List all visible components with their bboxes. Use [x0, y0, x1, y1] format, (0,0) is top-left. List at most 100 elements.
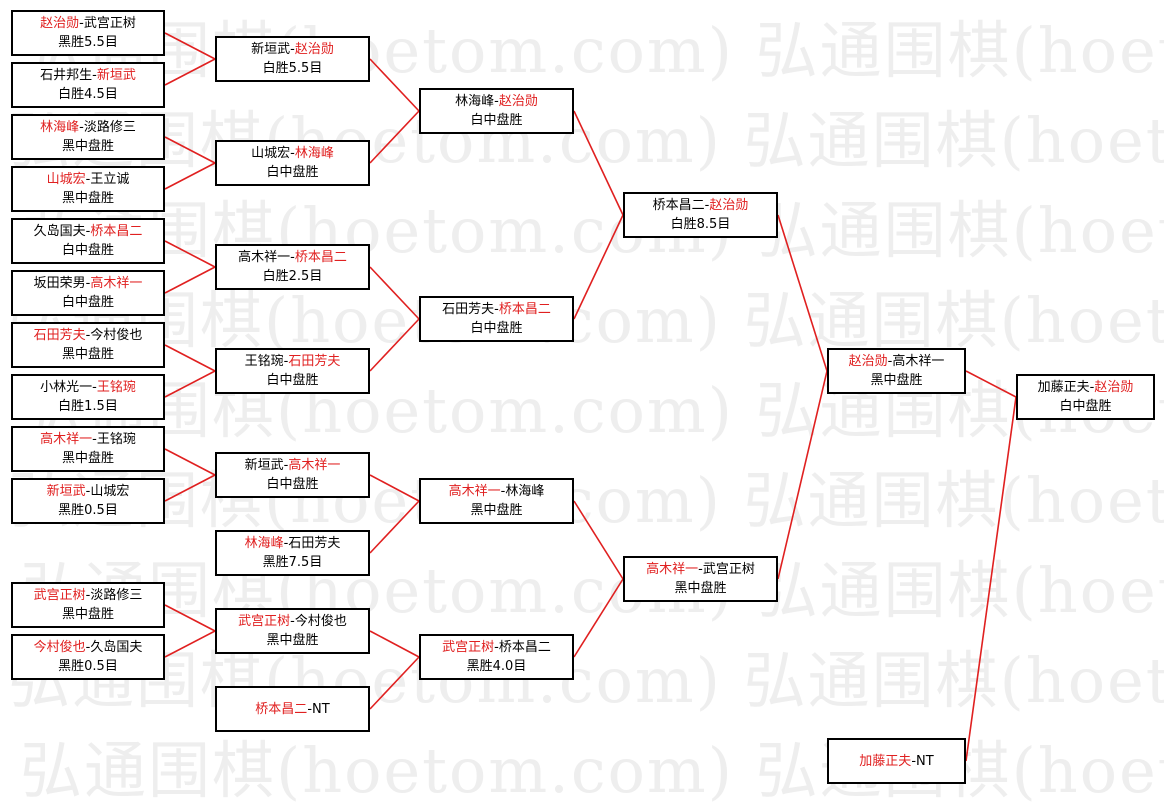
versus-dash: -	[85, 588, 91, 603]
player-one: 加藤正夫	[1037, 380, 1090, 395]
player-one: 高木祥一	[40, 432, 93, 447]
versus-dash: -	[500, 484, 506, 499]
versus-dash: -	[494, 94, 499, 109]
player-two: 石田芳夫	[288, 536, 341, 551]
versus-dash: -	[283, 354, 289, 369]
versus-dash: -	[704, 198, 710, 213]
versus-dash: -	[85, 640, 91, 655]
player-two: 王铭琬	[96, 380, 136, 395]
versus-dash: -	[698, 562, 703, 577]
connector-line	[369, 474, 420, 502]
connector-line	[777, 370, 828, 580]
versus-dash: -	[290, 250, 295, 265]
connector-line	[164, 162, 216, 190]
connector-line	[164, 32, 216, 60]
versus-dash: -	[290, 614, 295, 629]
match-players: 山城宏-林海峰	[217, 144, 368, 163]
player-two: 高木祥一	[892, 354, 945, 369]
player-one: 武宫正树	[33, 588, 86, 603]
player-one: 武宫正树	[442, 640, 495, 655]
match-players: 高木祥一-桥本昌二	[217, 248, 368, 267]
player-two: 今村俊也	[294, 614, 347, 629]
match-players: 林海峰-淡路修三	[13, 118, 163, 137]
match-result: 白中盘胜	[61, 243, 114, 258]
versus-dash: -	[79, 16, 84, 31]
match-players: 武宫正树-淡路修三	[13, 586, 163, 605]
match-result: 黑中盘胜	[470, 503, 523, 518]
match-result: 黑中盘胜	[61, 347, 114, 362]
match-box: 坂田荣男-高木祥一白中盘胜	[11, 270, 165, 316]
versus-dash: -	[92, 380, 97, 395]
match-players: 高木祥一-王铭琬	[13, 430, 163, 449]
match-box: 新垣武-山城宏黑胜0.5目	[11, 478, 165, 524]
match-players: 加藤正夫-NT	[829, 752, 964, 771]
player-two: 赵治勋	[709, 198, 749, 213]
player-two: 王立诚	[90, 172, 130, 187]
player-one: 武宫正树	[238, 614, 291, 629]
match-box: 小林光一-王铭琬白胜1.5目	[11, 374, 165, 420]
match-box: 桥本昌二-赵治勋白胜8.5目	[623, 192, 778, 238]
versus-dash: -	[85, 328, 91, 343]
match-box: 山城宏-林海峰白中盘胜	[215, 140, 370, 186]
connector-line	[369, 500, 420, 554]
player-one: 石田芳夫	[442, 302, 495, 317]
connector-line	[164, 474, 216, 502]
match-result: 黑胜4.0目	[466, 659, 527, 674]
match-box: 新垣武-高木祥一白中盘胜	[215, 452, 370, 498]
connector-line	[369, 318, 420, 372]
versus-dash: -	[92, 68, 97, 83]
match-result: 黑中盘胜	[61, 191, 114, 206]
match-result: 黑胜5.5目	[58, 35, 118, 50]
match-box: 武宫正树-今村俊也黑中盘胜	[215, 608, 370, 654]
connector-line	[164, 58, 216, 86]
match-box: 加藤正夫-赵治勋白中盘胜	[1016, 374, 1155, 420]
match-result: 白胜5.5目	[262, 61, 323, 76]
versus-dash: -	[283, 536, 289, 551]
player-two: 桥本昌二	[90, 224, 143, 239]
player-one: 加藤正夫	[859, 753, 912, 769]
versus-dash: -	[290, 42, 295, 57]
match-players: 小林光一-王铭琬	[13, 378, 163, 397]
match-box: 高木祥一-武宫正树黑中盘胜	[623, 556, 778, 602]
player-one: 久岛国夫	[33, 224, 86, 239]
match-result: 黑胜0.5目	[58, 659, 118, 674]
connector-line	[164, 448, 216, 476]
match-result: 黑中盘胜	[674, 581, 727, 596]
match-box: 石田芳夫-今村俊也黑中盘胜	[11, 322, 165, 368]
player-one: 高木祥一	[646, 562, 699, 577]
connector-line	[573, 578, 624, 658]
player-one: 山城宏	[46, 172, 86, 187]
match-box: 山城宏-王立诚黑中盘胜	[11, 166, 165, 212]
match-box: 高木祥一-桥本昌二白胜2.5目	[215, 244, 370, 290]
match-box: 高木祥一-林海峰黑中盘胜	[419, 478, 574, 524]
match-players: 桥本昌二-赵治勋	[625, 196, 776, 215]
connector-line	[777, 214, 828, 372]
connector-line	[573, 214, 624, 320]
player-two: 武宫正树	[83, 16, 136, 31]
player-one: 高木祥一	[448, 484, 501, 499]
player-two: 桥本昌二	[498, 302, 551, 317]
match-result: 黑中盘胜	[61, 607, 114, 622]
connector-line	[164, 344, 216, 372]
player-two: NT	[916, 753, 934, 769]
match-players: 林海峰-赵治勋	[421, 92, 572, 111]
match-players: 新垣武-赵治勋	[217, 40, 368, 59]
match-players: 高木祥一-武宫正树	[625, 560, 776, 579]
player-two: 新垣武	[96, 68, 136, 83]
player-two: 山城宏	[90, 484, 130, 499]
player-one: 新垣武	[244, 458, 284, 473]
connector-line	[164, 240, 216, 268]
match-players: 石井邦生-新垣武	[13, 66, 163, 85]
player-two: 高木祥一	[90, 276, 143, 291]
match-players: 坂田荣男-高木祥一	[13, 274, 163, 293]
match-box: 赵治勋-高木祥一黑中盘胜	[827, 348, 966, 394]
versus-dash: -	[79, 120, 84, 135]
versus-dash: -	[85, 224, 91, 239]
versus-dash: -	[85, 484, 91, 499]
match-result: 白胜2.5目	[262, 269, 323, 284]
connector-line	[369, 58, 420, 112]
versus-dash: -	[494, 302, 499, 317]
match-players: 王铭琬-石田芳夫	[217, 352, 368, 371]
match-players: 赵治勋-武宫正树	[13, 14, 163, 33]
